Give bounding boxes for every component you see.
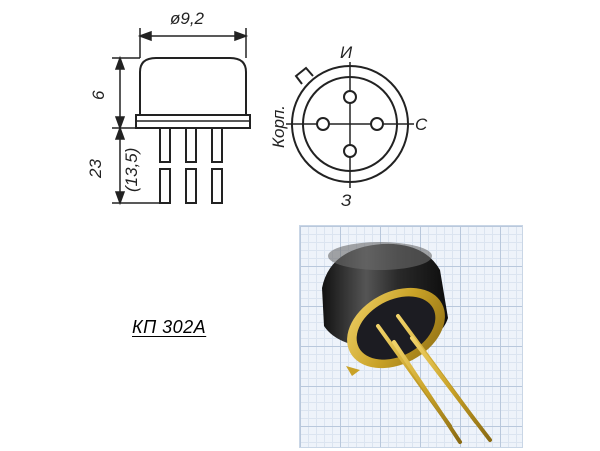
side-view <box>135 57 251 204</box>
pin-label-top: И <box>340 43 353 62</box>
lead-3-upper <box>211 127 223 163</box>
pin-label-left: Корп. <box>269 105 288 148</box>
pin-label-bottom: З <box>341 191 352 210</box>
pin-left <box>316 117 330 131</box>
lead-length-label: 23 <box>86 159 105 179</box>
height-dimensions <box>112 55 160 206</box>
body-height-label: 6 <box>89 90 108 100</box>
lead-2-lower <box>185 168 197 204</box>
lead-1-lower <box>159 168 171 204</box>
pin-right <box>370 117 384 131</box>
lead-2-upper <box>185 127 197 163</box>
diameter-label: ø9,2 <box>170 9 205 28</box>
pin-label-right: С <box>415 115 428 134</box>
transistor-photo-illustration <box>322 242 492 444</box>
pin-bottom <box>343 144 357 158</box>
lead-3-lower <box>211 168 223 204</box>
lead-1-upper <box>159 127 171 163</box>
diameter-dimension <box>137 28 249 58</box>
bottom-view <box>286 62 414 188</box>
pin-top <box>343 90 357 104</box>
transistor-photo <box>299 225 523 448</box>
part-number: КП 302А <box>132 317 207 337</box>
lead-length-alt-label: (13,5) <box>122 148 141 192</box>
transistor-body-outline <box>139 57 247 115</box>
gold-leads <box>376 314 492 444</box>
key-tab <box>294 66 314 85</box>
